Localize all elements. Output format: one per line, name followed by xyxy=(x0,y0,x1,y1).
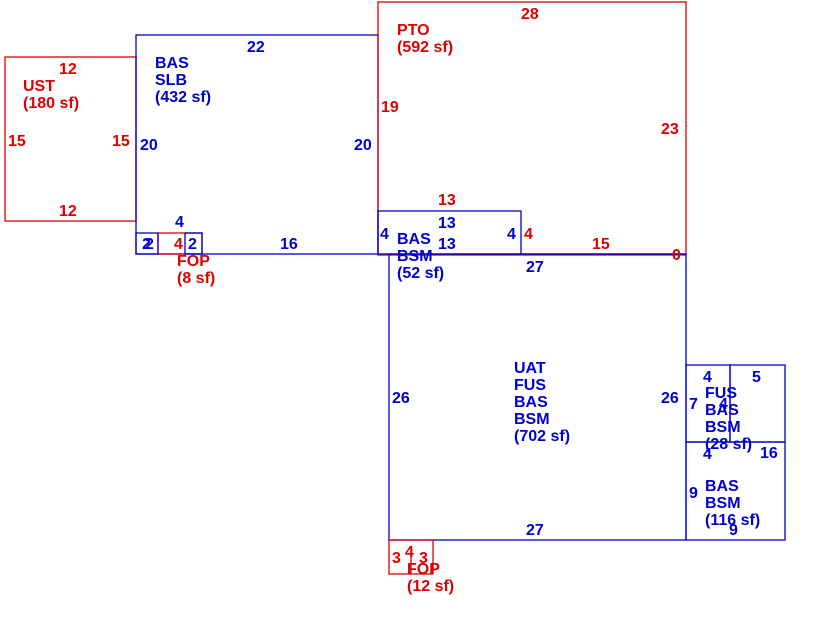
fop-12-code: FOP xyxy=(407,561,440,578)
dim-slb-right: 20 xyxy=(354,137,372,154)
dim-bsm52-bottom: 13 xyxy=(438,236,456,253)
uat-code2: FUS xyxy=(514,377,546,394)
pto-area: (592 sf) xyxy=(397,39,453,56)
bas-bsm-116-area: (116 sf) xyxy=(705,512,760,529)
dim-pto-right: 23 xyxy=(661,121,679,138)
fus-28-code1: FUS xyxy=(705,385,737,402)
dim-bsm52-right: 4 xyxy=(507,226,516,243)
dim-bsm52-left: 4 xyxy=(380,226,389,243)
dim-uat-left: 26 xyxy=(392,390,410,407)
fop-small-code: FOP xyxy=(177,253,210,270)
dim-ust-right: 15 xyxy=(112,133,130,150)
bas-bsm-116-code2: BSM xyxy=(705,495,741,512)
fus-28-code2: BAS xyxy=(705,402,739,419)
dim-bsm52-top: 13 xyxy=(438,215,456,232)
dim-slb-bottom: 16 xyxy=(280,236,298,253)
ust-area: (180 sf) xyxy=(23,95,79,112)
fus-28-code3: BSM xyxy=(705,419,741,436)
dim-ust-left: 15 xyxy=(8,133,26,150)
dim-fop-small-left: 2 xyxy=(145,236,154,253)
dim-b116-left: 9 xyxy=(689,485,698,502)
dim-slb-left: 20 xyxy=(140,137,158,154)
uat-code1: UAT xyxy=(514,360,546,377)
dim-uat-bottom: 27 xyxy=(526,522,544,539)
dim-bsm52-right-red: 4 xyxy=(524,226,533,243)
dim-fop12-top: 4 xyxy=(405,544,414,561)
bas-bsm-52-code1: BAS xyxy=(397,231,431,248)
uat-area: (702 sf) xyxy=(514,428,570,445)
dim-fus-right-top: 4 xyxy=(719,396,728,413)
fop-12-area: (12 sf) xyxy=(407,578,454,595)
dim-pto-bottom: 15 xyxy=(592,236,610,253)
dim-uat-top: 27 xyxy=(526,259,544,276)
bas-bsm-52-code2: BSM xyxy=(397,248,433,265)
bas-slb-code1: BAS xyxy=(155,55,189,72)
pto-outline xyxy=(377,1,687,256)
bas-bsm-116-outline xyxy=(685,441,786,541)
uat-code3: BAS xyxy=(514,394,548,411)
dim-pto-zero: 0 xyxy=(672,247,681,264)
bas-bsm-116-code1: BAS xyxy=(705,478,739,495)
dim-pto-top: 28 xyxy=(521,6,539,23)
bas-slb-code2: SLB xyxy=(155,72,187,89)
dim-slb-corner-top: 4 xyxy=(175,214,184,231)
dim-slb-top: 22 xyxy=(247,39,265,56)
dim-rt-right: 16 xyxy=(760,445,778,462)
dim-fop-small-inner: 4 xyxy=(174,236,183,253)
fop-small-area: (8 sf) xyxy=(177,270,215,287)
dim-fop12-left: 3 xyxy=(392,550,401,567)
dim-fop12-right: 3 xyxy=(419,550,428,567)
dim-rt-top: 5 xyxy=(752,369,761,386)
dim-bsm52-top-red: 13 xyxy=(438,192,456,209)
pto-code: PTO xyxy=(397,22,430,39)
slb-corner-outline xyxy=(135,232,159,255)
ust-code: UST xyxy=(23,78,55,95)
dim-fus-left: 7 xyxy=(689,396,698,413)
dim-fop-small-right: 2 xyxy=(188,236,197,253)
fus-28-area: (28 sf) xyxy=(705,436,752,453)
dim-slb-corner-left: 2 xyxy=(142,236,151,253)
dim-pto-left: 19 xyxy=(381,99,399,116)
dim-ust-bottom: 12 xyxy=(59,203,77,220)
bas-slb-area: (432 sf) xyxy=(155,89,211,106)
dim-fus-bottom: 4 xyxy=(703,446,712,463)
dim-fus-top: 4 xyxy=(703,369,712,386)
dim-b116-bottom: 9 xyxy=(729,522,738,539)
uat-code4: BSM xyxy=(514,411,550,428)
dim-ust-top: 12 xyxy=(59,61,77,78)
dim-uat-right: 26 xyxy=(661,390,679,407)
fop-small-inner-outline xyxy=(184,232,203,255)
bas-bsm-52-area: (52 sf) xyxy=(397,265,444,282)
